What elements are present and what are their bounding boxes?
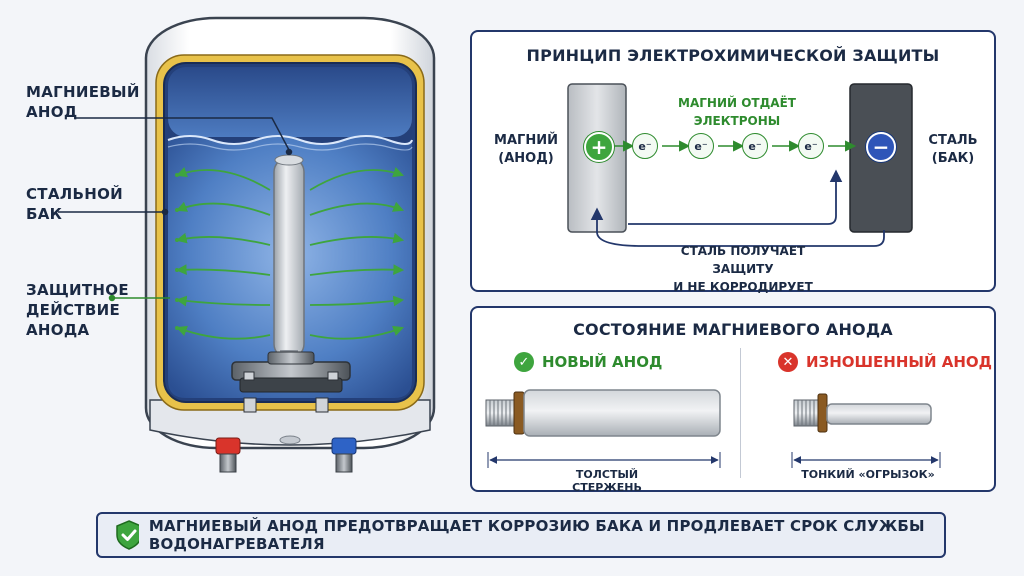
worn-anode-label: ✕ ИЗНОШЕННЫЙ АНОД [778,352,992,372]
steel-label: СТАЛЬ(БАК) [928,133,978,166]
summary-banner: МАГНИЕВЫЙ АНОД ПРЕДОТВРАЩАЕТ КОРРОЗИЮ БА… [96,512,946,558]
electron-icon: e⁻ [742,133,768,159]
cross-icon: ✕ [778,352,798,372]
banner-text: МАГНИЕВЫЙ АНОД ПРЕДОТВРАЩАЕТ КОРРОЗИЮ БА… [148,517,925,553]
new-anode-label: ✓ НОВЫЙ АНОД [514,352,662,372]
divider [740,348,741,478]
tank-wall-markers [175,173,179,330]
thick-rod-caption: ТОЛСТЫЙ СТЕРЖЕНЬ [572,468,642,494]
water-heater-illustration [58,16,436,473]
return-path [590,207,885,247]
cold-water-pipe [331,437,357,473]
principle-title: ПРИНЦИП ЭЛЕКТРОХИМИЧЕСКОЙ ЗАЩИТЫ [526,46,940,65]
magnesium-label: МАГНИЙ(АНОД) [494,133,558,166]
electron-icon: e⁻ [688,133,714,159]
principle-panel: ПРИНЦИП ЭЛЕКТРОХИМИЧЕСКОЙ ЗАЩИТЫ [470,30,996,294]
electron-icon: e⁻ [632,133,658,159]
new-anode-drawing [485,389,721,468]
flange-bolts [243,371,339,413]
anode-state-title: СОСТОЯНИЕ МАГНИЕВОГО АНОДА [573,320,893,339]
shield-check-icon [116,520,139,550]
minus-icon: − [866,132,896,162]
magnesium-anode-rod [273,157,305,359]
plus-icon: + [584,132,614,162]
current-path [628,169,843,225]
thin-rod-caption: ТОНКИЙ «ОГРЫЗОК» [801,468,935,481]
anode-state-panel: СОСТОЯНИЕ МАГНИЕВОГО АНОДА ✓ НОВЫЙ АНОД … [470,306,996,494]
anode-state-drawings [485,389,941,468]
electron-icon: e⁻ [798,133,824,159]
protection-leader [108,294,170,302]
gives-electrons-label: МАГНИЙ ОТДАЁТ ЭЛЕКТРОНЫ [678,96,796,128]
worn-anode-drawing [791,393,941,468]
leader-lines [58,117,293,216]
protection-field-lines [175,167,405,340]
check-icon: ✓ [514,352,534,372]
hot-water-pipe [215,437,241,473]
